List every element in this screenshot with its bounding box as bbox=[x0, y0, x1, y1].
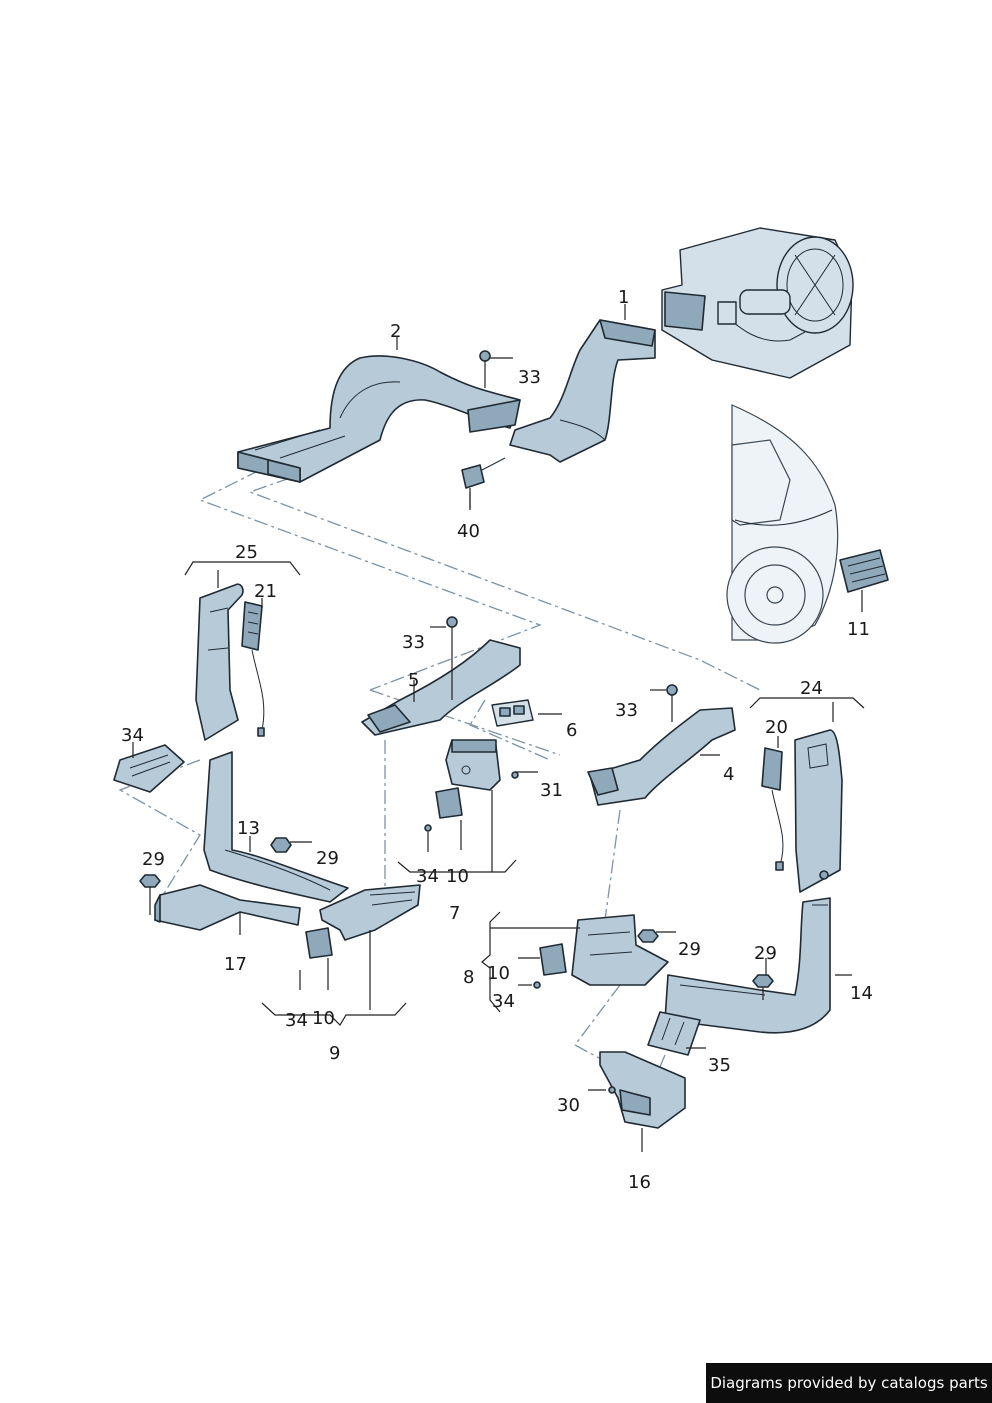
label-4: 4 bbox=[723, 764, 734, 785]
right-sill-duct bbox=[664, 897, 831, 1034]
label-24: 24 bbox=[800, 678, 823, 699]
label-9: 9 bbox=[329, 1043, 340, 1064]
label-13: 13 bbox=[237, 818, 260, 839]
callout-labels: 1 2 33 40 11 25 21 34 13 29 29 17 33 5 6… bbox=[121, 287, 873, 1193]
label-25: 25 bbox=[235, 542, 258, 563]
label-20: 20 bbox=[765, 717, 788, 738]
vent-20 bbox=[761, 747, 784, 871]
label-10-left: 10 bbox=[312, 1008, 335, 1029]
label-29-connector: 29 bbox=[678, 939, 701, 960]
front-floor-duct bbox=[237, 355, 521, 483]
heater-unit bbox=[661, 227, 854, 379]
label-8: 8 bbox=[463, 967, 474, 988]
label-5: 5 bbox=[408, 670, 419, 691]
floor-duct-connector-9 bbox=[319, 884, 421, 941]
label-34-center: 34 bbox=[416, 866, 439, 887]
label-34-left: 34 bbox=[121, 725, 144, 746]
right-pillar-duct bbox=[794, 729, 843, 893]
label-33-right: 33 bbox=[615, 700, 638, 721]
label-34-right: 34 bbox=[492, 991, 515, 1012]
label-30: 30 bbox=[557, 1095, 580, 1116]
label-16: 16 bbox=[628, 1172, 651, 1193]
screw-33-top bbox=[479, 350, 491, 388]
grille-6 bbox=[491, 699, 534, 727]
label-31: 31 bbox=[540, 780, 563, 801]
rear-connector-16 bbox=[599, 1051, 686, 1129]
rear-vent-grille bbox=[839, 549, 889, 612]
clip-40 bbox=[461, 457, 506, 508]
rear-floor-duct-left bbox=[154, 884, 301, 931]
screw-33-middle bbox=[446, 616, 458, 700]
label-17: 17 bbox=[224, 954, 247, 975]
bracket-10-left bbox=[299, 927, 333, 990]
nut-29-right bbox=[637, 929, 774, 1000]
actuator-7 bbox=[445, 739, 519, 791]
connection-lines bbox=[118, 469, 761, 1091]
label-40: 40 bbox=[457, 521, 480, 542]
label-11: 11 bbox=[847, 619, 870, 640]
left-pillar-duct bbox=[195, 583, 244, 741]
air-duct-5 bbox=[361, 639, 521, 736]
air-duct-4 bbox=[587, 707, 736, 806]
label-33-top: 33 bbox=[518, 367, 541, 388]
label-29-right: 29 bbox=[754, 943, 777, 964]
label-1: 1 bbox=[618, 287, 629, 308]
duct-piece-35 bbox=[647, 1011, 701, 1056]
footer-credit: Diagrams provided by catalogs parts bbox=[706, 1363, 992, 1403]
label-29-left-2: 29 bbox=[142, 849, 165, 870]
label-21: 21 bbox=[254, 581, 277, 602]
center-duct bbox=[509, 319, 656, 463]
bracket-10-right bbox=[533, 943, 567, 989]
label-35: 35 bbox=[708, 1055, 731, 1076]
bracket-10-center bbox=[424, 787, 463, 852]
floor-connector-8 bbox=[571, 914, 669, 986]
label-34-bottom-left: 34 bbox=[285, 1010, 308, 1031]
label-29-left-1: 29 bbox=[316, 848, 339, 869]
label-2: 2 bbox=[390, 321, 401, 342]
leader-lines bbox=[132, 304, 865, 1152]
label-14: 14 bbox=[850, 983, 873, 1004]
label-33-middle: 33 bbox=[402, 632, 425, 653]
screw-33-right bbox=[666, 684, 678, 722]
label-6: 6 bbox=[566, 720, 577, 741]
label-7: 7 bbox=[449, 903, 460, 924]
car-rear-view bbox=[726, 404, 839, 644]
nut-29-left bbox=[139, 837, 292, 915]
left-sill-duct bbox=[203, 751, 349, 903]
label-10-right: 10 bbox=[487, 963, 510, 984]
small-vent-34-left bbox=[113, 744, 185, 793]
vent-21 bbox=[241, 601, 265, 737]
label-10-center: 10 bbox=[446, 866, 469, 887]
